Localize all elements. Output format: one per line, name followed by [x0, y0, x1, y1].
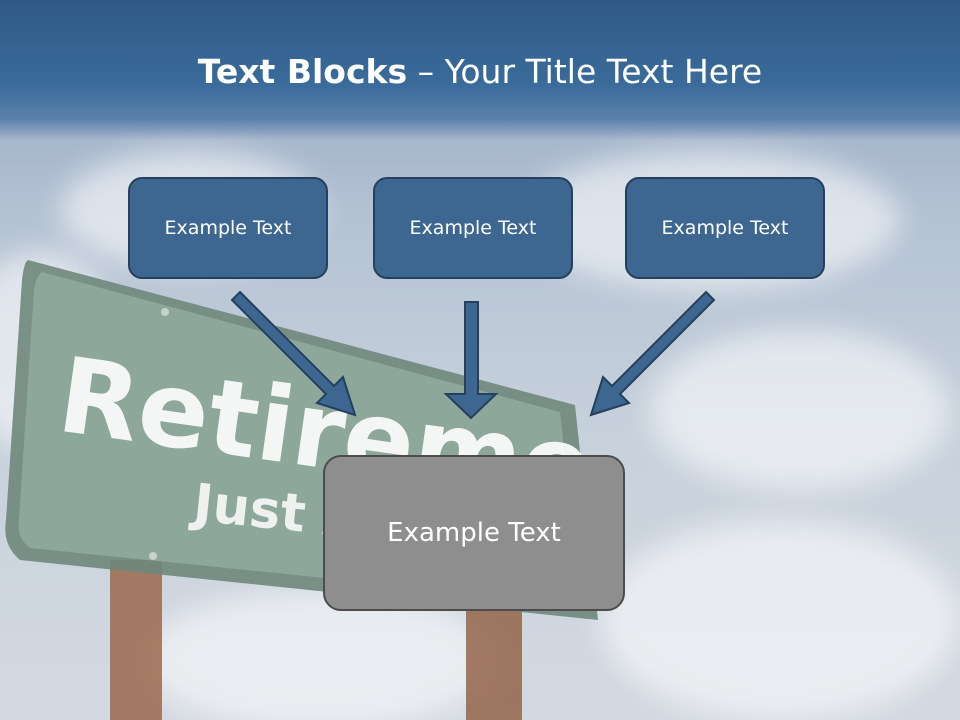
arrow-right — [589, 290, 716, 417]
text-block-3[interactable]: Example Text — [625, 177, 825, 279]
main-text-block[interactable]: Example Text — [323, 455, 625, 611]
slide-title: Text Blocks – Your Title Text Here — [0, 52, 960, 91]
text-block-1[interactable]: Example Text — [128, 177, 328, 279]
cloud — [650, 330, 950, 490]
text-block-3-label: Example Text — [661, 217, 789, 239]
arrow-center — [443, 301, 499, 420]
cloud — [140, 590, 500, 720]
text-block-1-label: Example Text — [164, 217, 292, 239]
main-text-block-label: Example Text — [387, 518, 561, 548]
title-bold: Text Blocks — [197, 52, 408, 91]
text-block-2-label: Example Text — [409, 217, 537, 239]
text-block-2[interactable]: Example Text — [373, 177, 573, 279]
header-band — [0, 0, 960, 140]
cloud — [600, 520, 960, 720]
arrow-left — [230, 290, 357, 417]
title-rest: – Your Title Text Here — [407, 52, 763, 91]
